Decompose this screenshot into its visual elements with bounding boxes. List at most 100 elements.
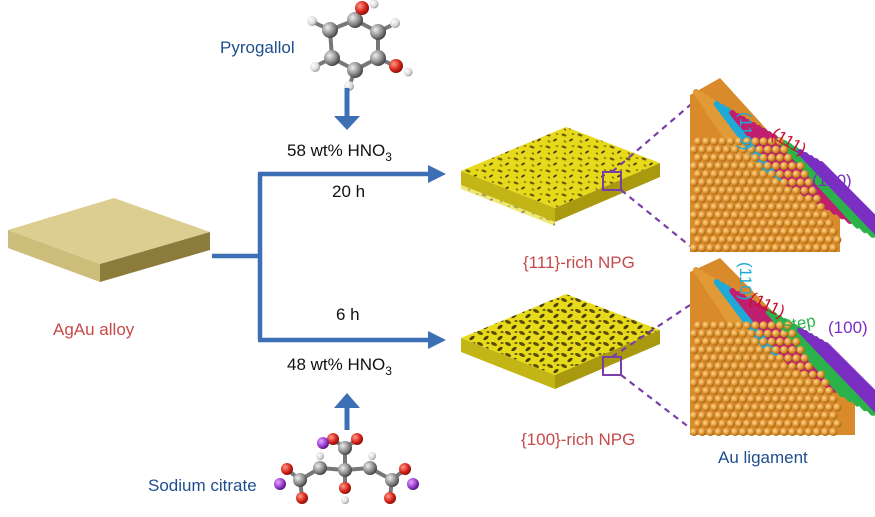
upper-ligament-atom [743,186,752,195]
upper-ligament-atom [702,153,711,162]
lower-ligament-atom [698,362,707,371]
lower-ligament-atom [747,395,756,404]
upper-ligament-atom [743,219,752,228]
upper-ligament-atom [763,162,772,170]
lower-ligament-atom [817,403,825,412]
lower-ligament-atom [784,337,793,346]
upper-ligament-atom [759,137,768,146]
lower-ligament-atom [780,362,789,371]
lower-ligament-atom [833,403,842,412]
lower-ligament-atom [739,362,748,371]
lower-ligament-atom [763,346,772,354]
branch-arrows [212,171,432,343]
lower-ligament-atom [751,387,760,395]
upper-ligament-atom [710,219,719,228]
upper-ligament-atom [784,170,793,179]
lower-au-ligament [690,258,875,436]
lower-ligament-atom [690,395,698,404]
upper-ligament-atom [759,186,768,195]
upper-ligament-atom [739,178,748,187]
lower-ligament-atom [735,419,743,428]
upper-ligament-atom [792,203,801,211]
upper-ligament-atom [735,186,743,195]
lower-ligament-atom [694,403,702,412]
upper-ligament-atom [759,235,768,244]
lower-ligament-atom [772,411,780,420]
lower-ligament-atom [808,387,817,395]
upper-ligament-atom [767,203,776,211]
upper-ligament-atom [784,219,793,228]
upper-ligament-atom [780,227,789,236]
upper-ligament-atom [780,194,789,203]
lower-ligament-atom [792,419,801,428]
lower-ligament-atom [800,387,809,395]
upper-ligament-atom [780,162,789,170]
upper-ligament-atom [751,186,760,195]
lower-ligament-atom [698,329,707,338]
upper-ligament-atom [718,219,727,228]
upper-ligament-atom [706,194,715,203]
upper-ligament-atom [694,170,702,179]
lower-ligament-atom [747,346,756,354]
upper-ligament-atom [743,203,752,211]
lower-ligament-atom [784,321,793,330]
upper-ligament-atom [747,162,756,170]
lower-ligament-atom [780,346,789,354]
upper-ligament-atom [792,235,801,244]
upper-ligament-atom [747,244,756,252]
upper-ligament-atom [796,244,805,252]
lower-ligament-atom [714,329,723,338]
lower-ligament-atom [763,411,772,420]
lower-ligament-atom [767,419,776,428]
lower-ligament-atom [714,428,723,436]
upper-ligament-atom [780,244,789,252]
lower-ligament-atom [804,395,813,404]
lower-ligament-atom [804,428,813,436]
upper-ligament-atom [718,170,727,179]
upper-ligament-atom [796,211,805,220]
lower-ligament-atom [767,403,776,412]
upper-ligament-atom [800,219,809,228]
sodium-citrate-label: Sodium citrate [148,476,257,495]
lower-ligament-atom [772,378,780,387]
lower-ligament-atom [776,370,784,379]
upper-ligament-atom [714,194,723,203]
upper-ligament-atom [702,170,711,179]
upper-npg-slab [461,127,660,226]
lower-ligament-atom [698,378,707,387]
lower-ligament-atom [743,321,752,330]
lower-ligament-atom [710,370,719,379]
upper-ligament-atom [788,162,797,170]
upper-ligament-atom [780,211,789,220]
upper-ligament-atom [698,194,707,203]
lower-ligament-atom [731,378,739,387]
lower-ligament-atom [735,403,743,412]
upper-ligament-atom [804,194,813,203]
lower-ligament-atom [726,354,735,363]
lower-ligament-atom [710,321,719,330]
lower-ligament-atom [751,370,760,379]
lower-ligament-atom [808,419,817,428]
lower-ligament-atom [796,428,805,436]
upper-ligament-atom [751,137,760,146]
lower-ligament-atom [780,378,789,387]
lower-ligament-atom [829,395,838,404]
lower-ligament-atom [821,411,830,420]
upper-ligament-atom [743,235,752,244]
upper-acid-label: 58 wt% HNO3 [287,141,392,164]
upper-ligament-atom [813,194,821,203]
agau-alloy-slab [8,198,210,282]
lower-ligament-atom [702,337,711,346]
upper-ligament-atom [796,178,805,187]
lower-ligament-atom [796,411,805,420]
lower-ligament-rod [823,342,875,399]
lower-ligament-atom [751,337,760,346]
lower-ligament-atom [825,403,834,412]
upper-ligament-atom [821,244,830,252]
lower-ligament-atom [739,346,748,354]
lower-ligament-atom [808,403,817,412]
lower-ligament-atom [767,387,776,395]
lower-ligament-atom [763,428,772,436]
lower-ligament-atom [772,428,780,436]
upper-ligament-atom [726,170,735,179]
